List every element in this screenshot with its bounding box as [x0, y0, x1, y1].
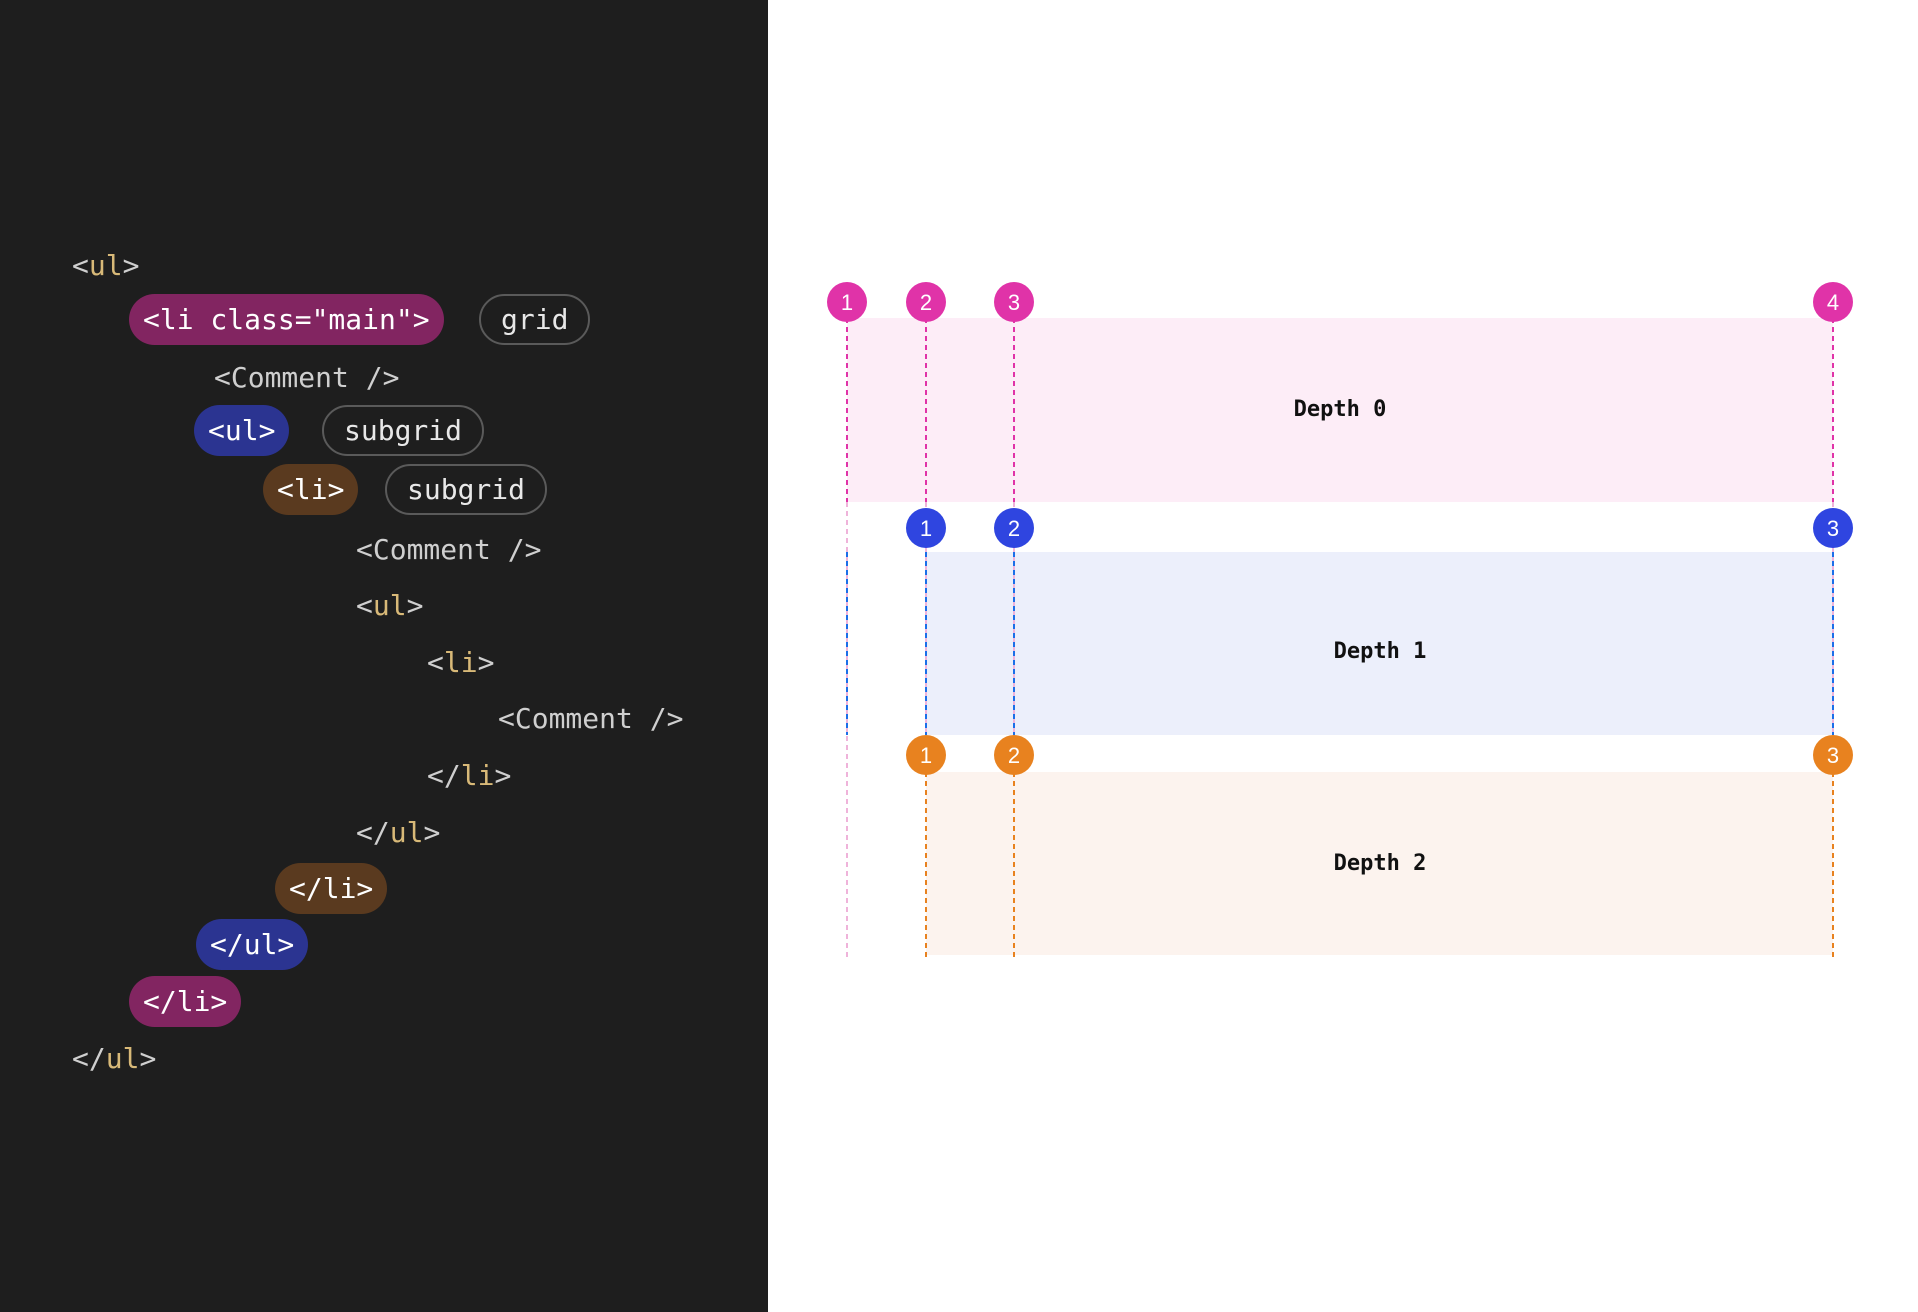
bracket: <	[356, 589, 373, 622]
depth-0-lines	[846, 318, 1834, 502]
bracket: >	[139, 1042, 157, 1075]
depth-2-marker-2: 2	[994, 735, 1034, 775]
bracket: <	[72, 249, 89, 282]
code-line-ul-open: <ul>	[72, 240, 139, 291]
depth-0-band	[847, 318, 1833, 502]
depth-0-marker-1: 1	[827, 282, 867, 322]
depth-1-band	[926, 552, 1833, 735]
depth-0-marker-2: 2	[906, 282, 946, 322]
depth-2-marker-3: 3	[1813, 735, 1853, 775]
code-line-li-close: </li>	[427, 750, 511, 801]
bracket: >	[477, 646, 495, 679]
bracket: </	[356, 816, 390, 849]
li-main-pill[interactable]: <li class="main">	[129, 294, 444, 345]
subgrid-badge: subgrid	[322, 405, 485, 456]
bracket: >	[423, 816, 441, 849]
bracket: >	[122, 249, 140, 282]
bracket: </	[72, 1042, 106, 1075]
li-main-close-pill[interactable]: </li>	[129, 976, 242, 1027]
li-close-pill[interactable]: </li>	[275, 863, 388, 914]
depth-1-marker-2: 2	[994, 508, 1034, 548]
bracket: >	[406, 589, 424, 622]
code-line-comment: <Comment />	[214, 361, 400, 394]
depth-2-label: Depth 2	[1334, 851, 1427, 876]
depth-2-markers: 1 2 3	[906, 735, 1853, 775]
marker-number: 2	[1008, 743, 1020, 768]
marker-number: 2	[920, 290, 932, 315]
depth-1-markers: 1 2 3	[906, 508, 1853, 548]
depth-0-marker-3: 3	[994, 282, 1034, 322]
grid-badge: grid	[479, 294, 591, 345]
marker-number: 1	[920, 743, 932, 768]
tag-name: ul	[88, 249, 123, 282]
code-panel: <ul> <li class="main"> grid <Comment /> …	[0, 0, 768, 1312]
depth-1-label: Depth 1	[1334, 639, 1427, 664]
code-line-comment: <Comment />	[356, 533, 542, 566]
marker-number: 4	[1827, 290, 1839, 315]
bracket: </	[427, 759, 461, 792]
marker-number: 1	[841, 290, 853, 315]
depth-1-lines	[846, 552, 1834, 735]
depth-0-marker-4: 4	[1813, 282, 1853, 322]
depth-0-markers: 1 2 3 4	[827, 282, 1853, 322]
code-line-li-open: <li>	[427, 637, 494, 688]
depth-2-band	[926, 772, 1833, 955]
marker-number: 1	[920, 516, 932, 541]
tag-name: li	[460, 759, 495, 792]
tag-name: ul	[389, 816, 424, 849]
depth-1-marker-1: 1	[906, 508, 946, 548]
marker-number: 2	[1008, 516, 1020, 541]
depth-2-marker-1: 1	[906, 735, 946, 775]
ul-close-pill[interactable]: </ul>	[196, 919, 309, 970]
tag-name: li	[443, 646, 478, 679]
depth-1-marker-3: 3	[1813, 508, 1853, 548]
ul-pill[interactable]: <ul>	[194, 405, 290, 456]
tag-name: ul	[105, 1042, 140, 1075]
depth-2-lines	[925, 772, 1834, 957]
depth-0-label: Depth 0	[1294, 397, 1387, 422]
code-line-comment: <Comment />	[498, 702, 684, 735]
code-line-ul-open: <ul>	[356, 580, 423, 631]
marker-number: 3	[1827, 743, 1839, 768]
bracket: <	[427, 646, 444, 679]
subgrid-badge: subgrid	[385, 464, 548, 515]
code-line-ul-close: </ul>	[356, 807, 440, 858]
marker-number: 3	[1827, 516, 1839, 541]
code-line-ul-close: </ul>	[72, 1033, 156, 1084]
li-pill[interactable]: <li>	[263, 464, 359, 515]
bracket: >	[494, 759, 512, 792]
marker-number: 3	[1008, 290, 1020, 315]
tag-name: ul	[372, 589, 407, 622]
